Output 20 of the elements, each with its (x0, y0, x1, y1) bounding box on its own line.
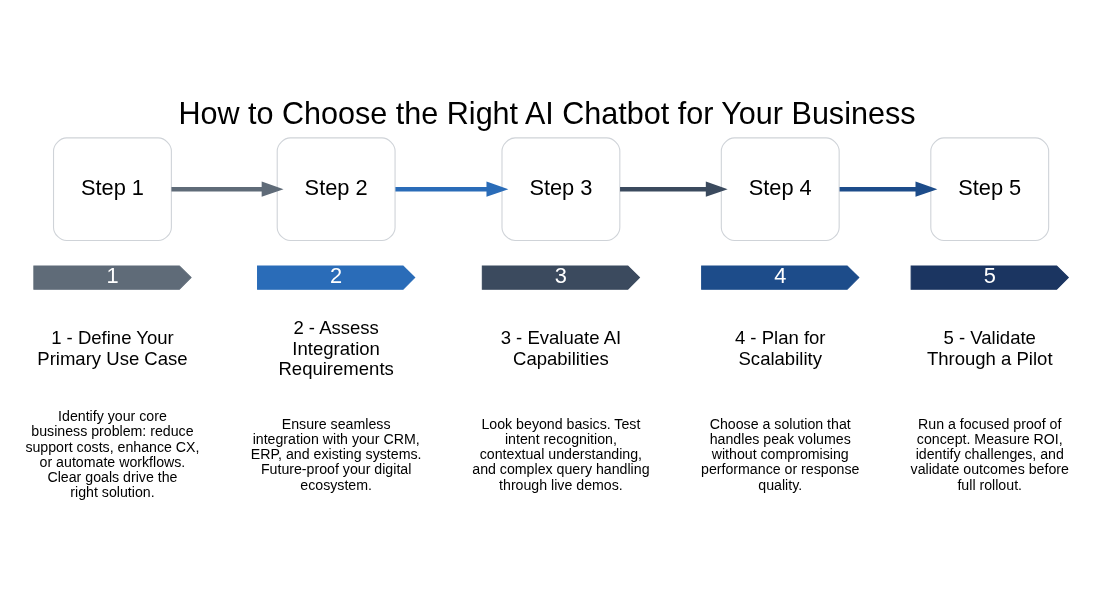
node-box: Step 2 (276, 136, 396, 241)
node-box: Step 3 (501, 136, 621, 241)
arrow (839, 181, 938, 197)
node-box: Step 5 (930, 136, 1050, 241)
label: Choose a solution that handles peak volumes without compromising performance or response quality. (701, 415, 860, 493)
diagram-title: How to Choose the Right AI Chatbot for Your Business (178, 95, 916, 130)
arrow (395, 181, 509, 197)
arrow (620, 181, 728, 197)
label: 3 - Evaluate AI Capabilities (500, 326, 622, 369)
label: Run a focused proof of concept. Measure ROI, identify challenges, and validate outcomes before full rollout. (910, 415, 1069, 493)
label: 1 - Define Your Primary Use Case (37, 326, 188, 369)
arrow (171, 181, 284, 197)
label: Ensure seamless integration with your CRM, ERP, and existing systems. Future-proof your digital ecosystem. (250, 415, 422, 493)
node-box: Step 1 (53, 136, 172, 241)
label: Identify your core business problem: reduce support costs, enhance CX, or automate workflows. Clear goals drive the right solution. (25, 407, 200, 500)
label: 2 - Assess Integration Requirements (278, 316, 394, 379)
label: 5 - Validate Through a Pilot (926, 326, 1053, 369)
label: 4 - Plan for Scalability (734, 326, 826, 369)
node-box: Step 4 (720, 136, 840, 241)
label: Look beyond basics. Test intent recognition, contextual understanding, and complex query handling through live demos. (472, 415, 650, 493)
